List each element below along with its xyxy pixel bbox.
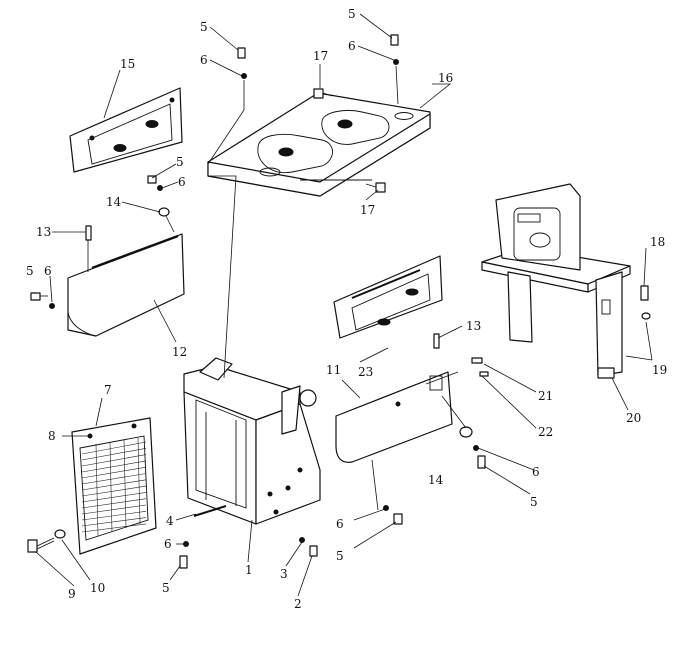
bolt-18 — [640, 285, 649, 301]
callout-22: 22 — [538, 425, 553, 439]
main-frame-1 — [183, 357, 321, 525]
grille-slat — [81, 479, 147, 491]
callout-6: 6 — [336, 517, 344, 531]
callout-10: 10 — [90, 581, 105, 595]
grille-divider — [109, 441, 113, 533]
callout-6: 6 — [200, 53, 208, 67]
grille-slat — [81, 460, 147, 473]
grille-slat — [81, 466, 147, 479]
callout-4: 4 — [166, 514, 174, 528]
callout-1: 1 — [245, 563, 253, 577]
callout-14: 14 — [106, 195, 122, 209]
grille-slat — [81, 517, 147, 527]
callout-5: 5 — [200, 20, 208, 34]
callout-6: 6 — [532, 465, 540, 479]
bolt-17-top — [313, 88, 333, 99]
callout-13: 13 — [466, 319, 481, 333]
grille-slat — [81, 492, 147, 503]
bracket-4 — [193, 505, 227, 517]
grille-divider — [95, 443, 99, 537]
grille-slat — [81, 498, 147, 509]
callout-5: 5 — [176, 155, 184, 169]
callout-23: 23 — [358, 365, 373, 379]
grille-divider — [123, 439, 127, 529]
washer-19 — [641, 312, 651, 320]
callout-5: 5 — [530, 495, 538, 509]
callout-6: 6 — [178, 175, 186, 189]
callout-17: 17 — [360, 203, 375, 217]
callout-14: 14 — [428, 473, 444, 487]
callout-5: 5 — [348, 7, 356, 21]
bracket-assembly-20 — [481, 183, 631, 379]
callout-6: 6 — [44, 264, 52, 278]
callout-21: 21 — [538, 389, 553, 403]
side-panel-12 — [67, 233, 185, 337]
grille-slat — [81, 448, 147, 461]
grille-7 — [71, 417, 157, 555]
callout-6: 6 — [348, 39, 356, 53]
grille-slat — [81, 485, 147, 497]
door-panel-11 — [335, 371, 453, 463]
callout-7: 7 — [104, 383, 112, 397]
grille-slat — [81, 504, 147, 515]
callout-18: 18 — [650, 235, 665, 249]
callout-9: 9 — [68, 587, 76, 601]
callout-3: 3 — [280, 567, 288, 581]
callout-5: 5 — [336, 549, 344, 563]
callout-16: 16 — [438, 71, 453, 85]
callout-5: 5 — [162, 581, 170, 595]
panel-23 — [333, 255, 443, 339]
top-plate-16 — [207, 92, 431, 197]
callout-20: 20 — [626, 411, 641, 425]
cover-plate-15 — [69, 87, 183, 173]
grille-hatch — [81, 437, 147, 537]
washer-10 — [54, 529, 66, 539]
bolt-9 — [27, 537, 55, 553]
callout-labels: 5 6 5 6 17 16 15 5 6 14 17 13 5 6 12 18 … — [26, 7, 667, 611]
grille-slat — [81, 473, 147, 485]
bolt-17-bottom — [365, 182, 386, 193]
callout-5: 5 — [26, 264, 34, 278]
callout-13: 13 — [36, 225, 51, 239]
callout-19: 19 — [652, 363, 667, 377]
callout-2: 2 — [294, 597, 302, 611]
grille-slat — [81, 511, 147, 521]
grille-divider — [137, 437, 141, 525]
callout-6: 6 — [164, 537, 172, 551]
grille-slat — [81, 441, 147, 455]
callout-15: 15 — [120, 57, 135, 71]
callout-11: 11 — [326, 363, 341, 377]
callout-17: 17 — [313, 49, 328, 63]
callout-12: 12 — [172, 345, 187, 359]
fasteners — [30, 34, 489, 569]
leader-lines — [35, 13, 653, 597]
callout-8: 8 — [48, 429, 56, 443]
grille-slat — [81, 523, 147, 533]
grille-slat — [81, 454, 147, 467]
